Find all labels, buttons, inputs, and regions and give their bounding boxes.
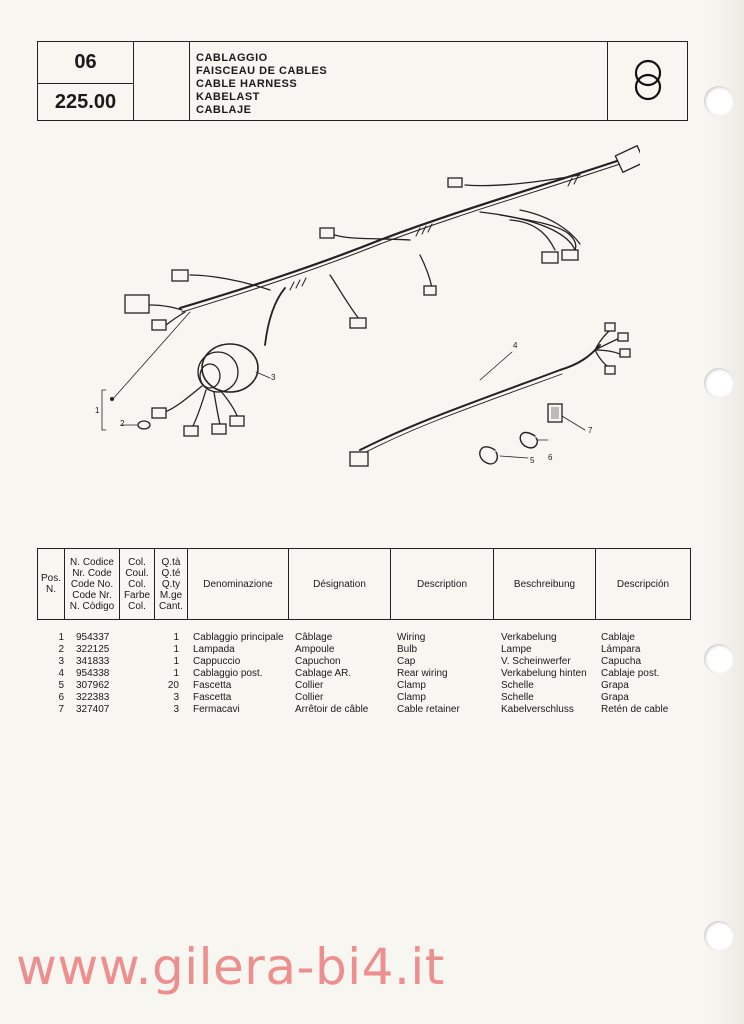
callout-1: 1 — [95, 406, 100, 415]
title-de: KABELAST — [196, 91, 260, 103]
title-fr: FAISCEAU DE CABLES — [196, 65, 328, 77]
col-description: Description — [391, 549, 494, 619]
blank-cell — [133, 42, 190, 120]
col-designation: Désignation — [289, 549, 391, 619]
headlight-cap — [137, 343, 259, 437]
col-denominazione: Denominazione — [188, 549, 289, 619]
clamps — [479, 403, 563, 465]
header-box: 06 225.00 CABLAGGIO FAISCEAU DE CABLES C… — [37, 41, 688, 121]
watermark: www.gilera-bi4.it — [16, 938, 445, 996]
rear-harness — [349, 322, 631, 467]
title-es: CABLAJE — [196, 104, 252, 116]
wiring-diagram — [101, 144, 640, 467]
binder-hole — [704, 86, 734, 116]
main-harness — [124, 144, 640, 346]
table-number: 225.00 — [54, 90, 117, 113]
title-en: CABLE HARNESS — [196, 78, 298, 90]
double-ring-icon — [634, 59, 662, 101]
page-edge — [708, 0, 744, 1024]
callout-6: 6 — [548, 453, 553, 462]
col-pos: Pos.N. — [38, 549, 65, 619]
binder-hole — [704, 644, 734, 674]
col-color: Col.Coul. Col.Farbe Col. — [120, 549, 155, 619]
callout-3: 3 — [271, 373, 276, 382]
header-titles: CABLAGGIO FAISCEAU DE CABLES CABLE HARNE… — [196, 52, 327, 117]
binder-hole — [704, 368, 734, 398]
binder-hole — [704, 921, 734, 951]
leader-lines — [101, 311, 586, 459]
callout-7: 7 — [588, 426, 593, 435]
group-cell: 06 225.00 — [38, 42, 134, 120]
callout-5: 5 — [530, 456, 535, 465]
callout-dot — [110, 397, 114, 401]
title-it: CABLAGGIO — [196, 52, 268, 64]
group-number: 06 — [38, 42, 133, 84]
symbol-cell — [607, 42, 688, 120]
callout-4: 4 — [513, 341, 518, 350]
callout-2: 2 — [120, 419, 125, 428]
col-beschreibung: Beschreibung — [494, 549, 596, 619]
col-descripcion: Descripción — [616, 578, 670, 590]
